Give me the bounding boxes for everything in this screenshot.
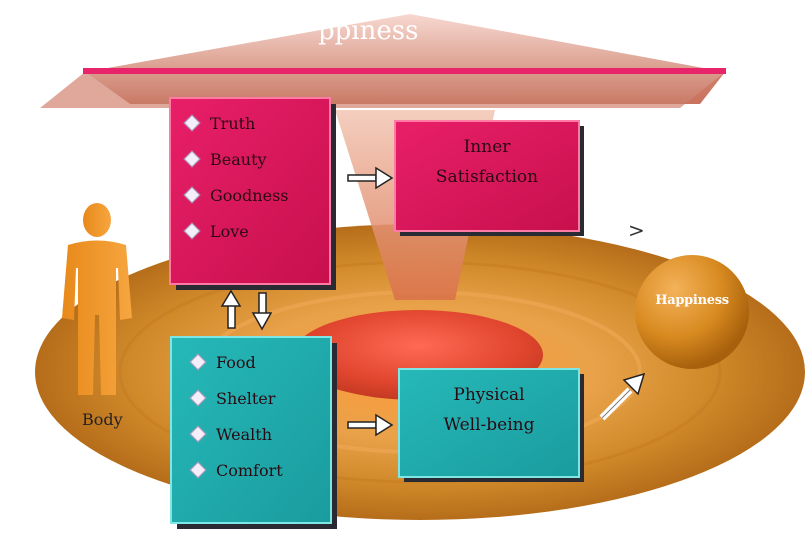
list-item: Shelter <box>189 387 283 409</box>
diamond-bullet-icon <box>189 389 207 407</box>
list-item: Food <box>189 351 283 373</box>
roof-bar <box>83 68 726 74</box>
physical-wellbeing-label: Physical Well-being <box>443 385 535 435</box>
list-item: Love <box>183 220 288 242</box>
happiness-label: Happiness <box>655 293 729 308</box>
physical-box <box>398 368 580 478</box>
needs-list: Food Shelter Wealth Comfort <box>189 351 283 495</box>
roof-shape <box>85 14 725 104</box>
arrow-up <box>220 289 242 329</box>
list-item: Comfort <box>189 459 283 481</box>
diamond-bullet-icon <box>183 114 201 132</box>
list-item: Goodness <box>183 184 288 206</box>
inner-satisfaction-label: Inner Satisfaction <box>435 137 539 187</box>
list-item: Wealth <box>189 423 283 445</box>
diamond-bullet-icon <box>189 461 207 479</box>
diamond-bullet-icon <box>183 222 201 240</box>
arrow-needs-to-physical <box>347 413 394 437</box>
diamond-bullet-icon <box>189 425 207 443</box>
diamond-bullet-icon <box>189 353 207 371</box>
values-list: Truth Beauty Goodness Love <box>183 112 288 256</box>
diamond-bullet-icon <box>183 150 201 168</box>
person-icon <box>62 203 132 395</box>
inner-box <box>394 120 580 232</box>
roof-underside <box>40 72 725 108</box>
roof-title: ppiness <box>318 16 419 46</box>
happiness-sphere <box>635 255 749 369</box>
arrow-values-to-inner <box>347 166 394 190</box>
list-item: Truth <box>183 112 288 134</box>
diamond-bullet-icon <box>183 186 201 204</box>
body-label: Body <box>82 410 123 429</box>
arrow-physical-to-sphere <box>599 372 646 421</box>
list-item: Beauty <box>183 148 288 170</box>
arrow-down <box>251 292 273 331</box>
chevron-mark: > <box>628 218 645 242</box>
